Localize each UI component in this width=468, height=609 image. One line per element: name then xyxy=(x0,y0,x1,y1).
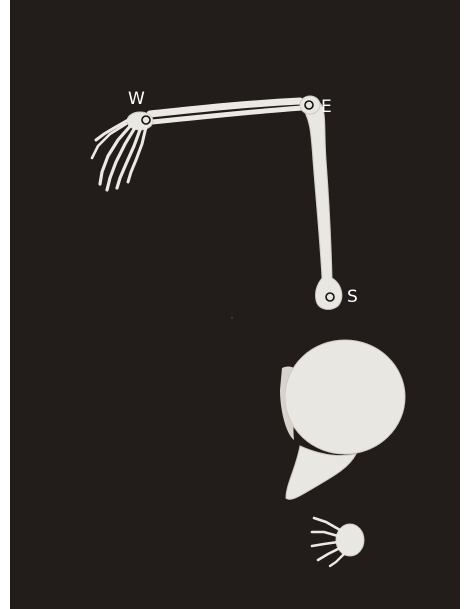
viewport-background xyxy=(10,0,460,609)
shoulder-label: S xyxy=(347,287,358,307)
elbow-joint-bone xyxy=(300,96,320,114)
elbow-label: E xyxy=(321,97,332,117)
wrist-label: W xyxy=(128,89,145,109)
skull-bone xyxy=(285,340,405,454)
stray-mark xyxy=(231,317,233,319)
